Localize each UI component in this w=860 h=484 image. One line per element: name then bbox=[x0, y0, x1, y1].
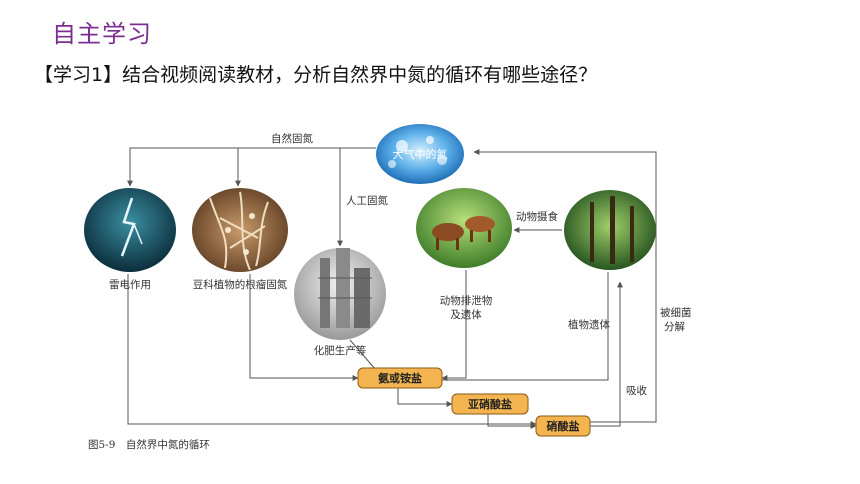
nitrite-label: 亚硝酸盐 bbox=[468, 397, 512, 411]
label-legume: 豆科植物的根瘤固氮 bbox=[193, 278, 288, 291]
nitrate-label: 硝酸盐 bbox=[547, 419, 580, 433]
ammonia-box: 氨或铵盐 bbox=[357, 367, 443, 389]
fertilizer-factory-image bbox=[294, 248, 386, 340]
figure-caption: 图5-9 自然界中氮的循环 bbox=[88, 438, 210, 451]
label-fertilizer: 化肥生产等 bbox=[314, 344, 367, 357]
label-animal-excreta-2: 及遗体 bbox=[450, 308, 482, 321]
nitrogen-cycle-diagram: 大气中的氮 bbox=[84, 124, 692, 451]
atmosphere-node: 大气中的氮 bbox=[376, 124, 464, 184]
label-plant-remains: 植物遗体 bbox=[568, 318, 610, 331]
label-artificial-fixation: 人工固氮 bbox=[346, 194, 388, 207]
label-natural-fixation: 自然固氮 bbox=[271, 132, 313, 145]
label-lightning: 雷电作用 bbox=[109, 278, 151, 291]
legume-roots-image bbox=[192, 188, 288, 272]
ammonia-label: 氨或铵盐 bbox=[378, 371, 422, 385]
atmosphere-label: 大气中的氮 bbox=[393, 147, 448, 161]
section-title: 自主学习 bbox=[52, 20, 152, 48]
label-bacteria-1: 被细菌 bbox=[660, 306, 692, 319]
lightning-image bbox=[84, 188, 176, 272]
nitrate-box: 硝酸盐 bbox=[535, 415, 591, 437]
question-text: 【学习1】结合视频阅读教材，分析自然界中氮的循环有哪些途径？ bbox=[34, 64, 598, 86]
cattle-field-image bbox=[416, 188, 512, 268]
forest-image bbox=[564, 190, 656, 270]
nitrite-box: 亚硝酸盐 bbox=[451, 393, 529, 415]
label-animal-feeding: 动物摄食 bbox=[516, 210, 558, 223]
label-animal-excreta-1: 动物排泄物 bbox=[440, 294, 493, 307]
label-bacteria-2: 分解 bbox=[664, 320, 685, 333]
label-absorb: 吸收 bbox=[626, 384, 647, 397]
